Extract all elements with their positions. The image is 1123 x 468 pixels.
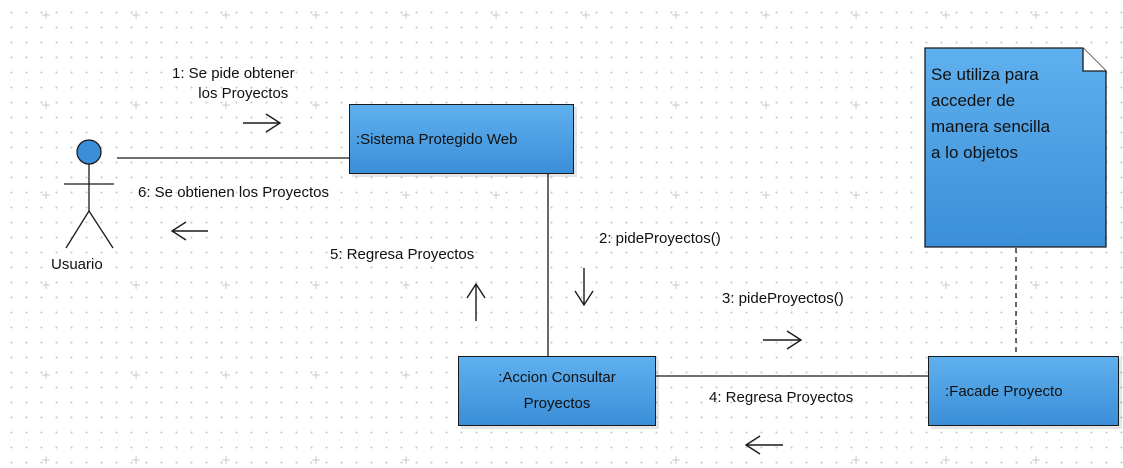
message-5-label: 5: Regresa Proyectos [330, 246, 475, 263]
object-label-line2: Proyectos [523, 395, 591, 412]
object-label: :Facade Proyecto [945, 382, 1063, 400]
object-accion-consultar-proyectos[interactable]: :Accion Consultar Proyectos [458, 356, 656, 426]
arrow-up-m5 [466, 282, 486, 321]
arrow-right-m1 [243, 113, 282, 133]
message-2-label: 2: pideProyectos() [599, 230, 721, 247]
note-line: Se utiliza para [931, 65, 1039, 84]
actor-figure [64, 139, 114, 249]
message-3-label: 3: pideProyectos() [722, 290, 844, 307]
message-6-label: 6: Se obtienen los Proyectos [138, 184, 329, 201]
note-line: a lo objetos [931, 143, 1018, 162]
object-label: :Sistema Protegido Web [356, 130, 518, 148]
object-facade-proyecto[interactable]: :Facade Proyecto [928, 356, 1119, 426]
arrow-down-m2 [574, 268, 594, 307]
message-4-label: 4: Regresa Proyectos [709, 389, 854, 406]
note-shape [924, 47, 1107, 248]
note-line: manera sencilla [931, 117, 1051, 136]
actor-label: Usuario [51, 256, 103, 273]
object-label: :Accion Consultar Proyectos [459, 365, 655, 417]
arrow-right-m3 [763, 330, 803, 350]
arrow-left-m6 [170, 221, 208, 241]
message-1-line2: los Proyectos [198, 85, 289, 102]
actor-head [76, 139, 102, 165]
message-1-line1: 1: Se pide obtener [172, 65, 295, 82]
note-line: acceder de [931, 91, 1016, 110]
arrow-left-m4 [744, 435, 783, 455]
object-sistema-protegido-web[interactable]: :Sistema Protegido Web [349, 104, 574, 174]
note-text: Se utiliza para acceder de manera sencil… [931, 62, 1081, 166]
object-label-line1: :Accion Consultar [498, 369, 616, 386]
message-1-label: 1: Se pide obtener los Proyectos [172, 64, 295, 104]
